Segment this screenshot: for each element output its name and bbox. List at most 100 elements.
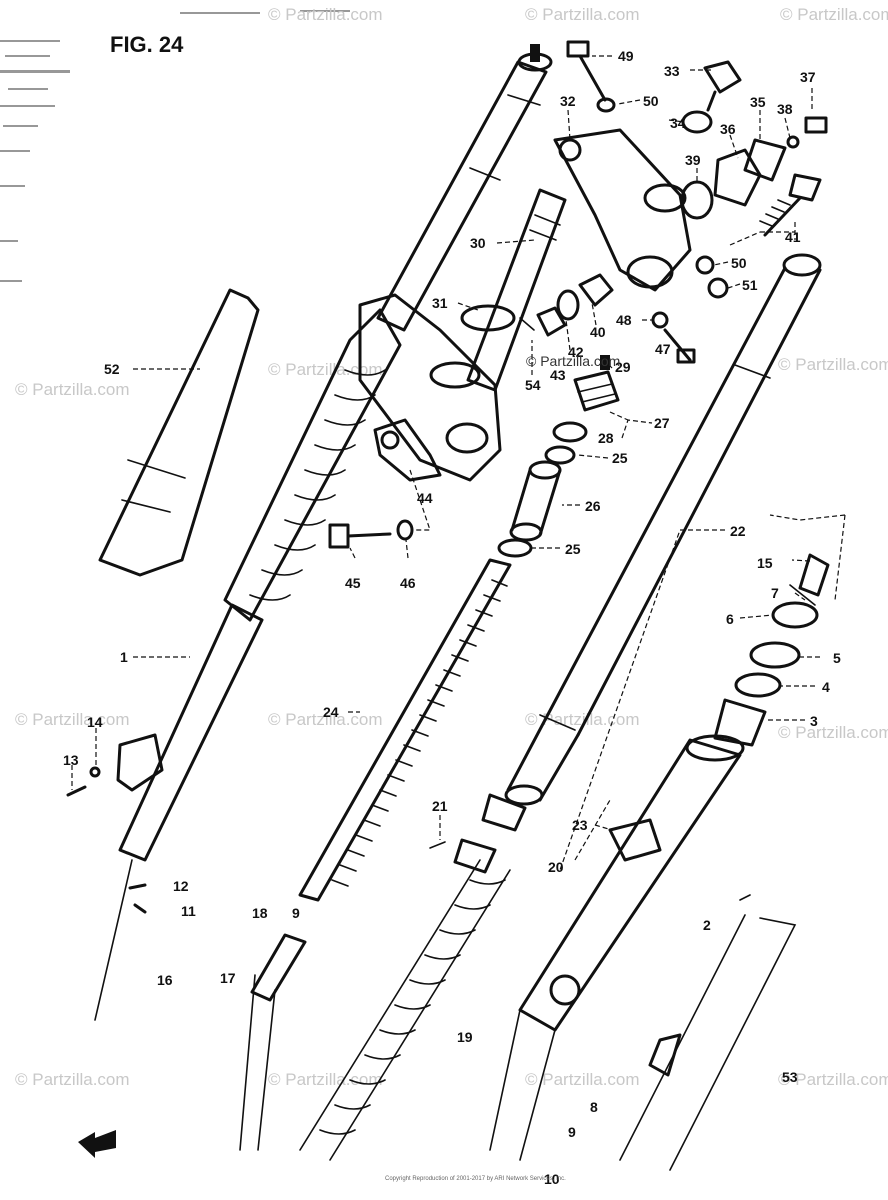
- callout-25b: 25: [565, 541, 581, 557]
- watermark-text: © Partzilla.com: [525, 5, 640, 24]
- seal-stack: [713, 553, 830, 747]
- washer-50: [596, 97, 616, 113]
- fork-boot-lower: [299, 859, 511, 1161]
- callout-42: 42: [568, 344, 584, 360]
- callout-6: 6: [726, 611, 734, 627]
- axle-holder: [619, 894, 797, 1171]
- callout-49: 49: [618, 48, 634, 64]
- callout-15: 15: [757, 555, 773, 571]
- callout-23: 23: [572, 817, 588, 833]
- front-arrow-icon: [78, 1130, 116, 1158]
- callout-18: 18: [252, 905, 268, 921]
- callout-36: 36: [720, 121, 736, 137]
- bolt-49: [566, 40, 607, 102]
- callout-35: 35: [750, 94, 766, 110]
- callout-50b: 50: [731, 255, 747, 271]
- clip-7: [789, 584, 816, 606]
- watermark-text: © Partzilla.com: [15, 710, 130, 729]
- callout-50: 50: [643, 93, 659, 109]
- watermark-text: © Partzilla.com: [778, 723, 888, 742]
- washer-50b: [695, 255, 715, 275]
- callout-1: 1: [120, 649, 128, 665]
- washer-25a: [544, 445, 576, 465]
- scan-noise: [0, 10, 350, 282]
- fork-cover: [98, 288, 260, 577]
- steering-stem: [429, 188, 567, 392]
- footer-copyright: Copyright Reproduction of 2001-2017 by A…: [385, 1176, 566, 1182]
- callout-45: 45: [345, 575, 361, 591]
- pin-54: [519, 317, 535, 331]
- watermark-text: © Partzilla.com: [268, 710, 383, 729]
- washer-46: [396, 519, 414, 541]
- cap-bolt: [573, 355, 620, 412]
- fork-boot: [223, 308, 402, 622]
- bolt-37: [804, 116, 828, 134]
- callout-51: 51: [742, 277, 758, 293]
- callout-38: 38: [777, 101, 793, 117]
- callout-43: 43: [550, 367, 566, 383]
- callout-4: 4: [822, 679, 830, 695]
- callout-54: 54: [525, 377, 541, 393]
- callout-30: 30: [470, 235, 486, 251]
- washer-25b: [497, 538, 533, 558]
- dust-seal-15: [798, 553, 830, 597]
- watermark-text: © Partzilla.com: [525, 1070, 640, 1089]
- callout-46: 46: [400, 575, 416, 591]
- callout-12: 12: [173, 878, 189, 894]
- callout-27: 27: [654, 415, 670, 431]
- right-fork-leg: [489, 734, 745, 1161]
- callout-13: 13: [63, 752, 79, 768]
- callout-41: 41: [785, 229, 801, 245]
- callout-9: 9: [292, 905, 300, 921]
- callout-53: 53: [782, 1069, 798, 1085]
- ring-4: [734, 672, 782, 698]
- callout-11: 11: [181, 903, 196, 919]
- copyright-mark: © Partzilla.com: [526, 353, 620, 369]
- screw-21: [429, 841, 446, 849]
- lower-bracket: [358, 293, 502, 482]
- small-parts: [66, 766, 147, 914]
- callout-7: 7: [771, 585, 779, 601]
- ring-21b: [453, 838, 497, 874]
- watermark-text: © Partzilla.com: [268, 360, 383, 379]
- cap-40: [578, 273, 614, 307]
- handlebar-holder: [553, 128, 692, 292]
- callout-29: 29: [615, 359, 631, 375]
- callout-48: 48: [616, 312, 632, 328]
- watermark-text: © Partzilla.com: [15, 380, 130, 399]
- oil-seal-6: [771, 601, 819, 629]
- callout-26: 26: [585, 498, 601, 514]
- callout-17: 17: [220, 970, 236, 986]
- callout-37: 37: [800, 69, 816, 85]
- bolt-41: [759, 173, 822, 237]
- callout-39: 39: [685, 152, 701, 168]
- left-fork-leg: [94, 603, 264, 1021]
- callout-3: 3: [810, 713, 818, 729]
- callout-22: 22: [730, 523, 746, 539]
- bolt-33: [703, 60, 742, 112]
- bushing-20: [481, 793, 527, 832]
- callout-47: 47: [655, 341, 671, 357]
- callout-33: 33: [664, 63, 680, 79]
- leader-lines: [71, 55, 846, 871]
- left-fork-tube: [376, 44, 553, 332]
- clamp-35: [743, 138, 787, 182]
- bushing-3: [713, 698, 767, 747]
- figure-title: FIG. 24: [110, 32, 184, 57]
- nut-42: [536, 306, 567, 337]
- washer-48: [651, 311, 669, 329]
- damper-rod: [239, 933, 307, 1151]
- callout-labels: 49 33 37 50 3 4 35 38 32 36 39 30 41 50 5…: [63, 48, 841, 1187]
- fork-spring: [298, 558, 512, 902]
- watermark-text: © Partzilla.com: [15, 1070, 130, 1089]
- nut-51: [707, 277, 729, 299]
- callout-32: 32: [560, 93, 576, 109]
- bushing-39: [680, 180, 714, 220]
- right-fork-tube: [504, 253, 822, 806]
- o-ring-27: [552, 421, 588, 443]
- callout-31: 31: [432, 295, 448, 311]
- callout-44: 44: [417, 490, 433, 506]
- callout-14: 14: [87, 714, 103, 730]
- watermark-text: © Partzilla.com: [268, 1070, 383, 1089]
